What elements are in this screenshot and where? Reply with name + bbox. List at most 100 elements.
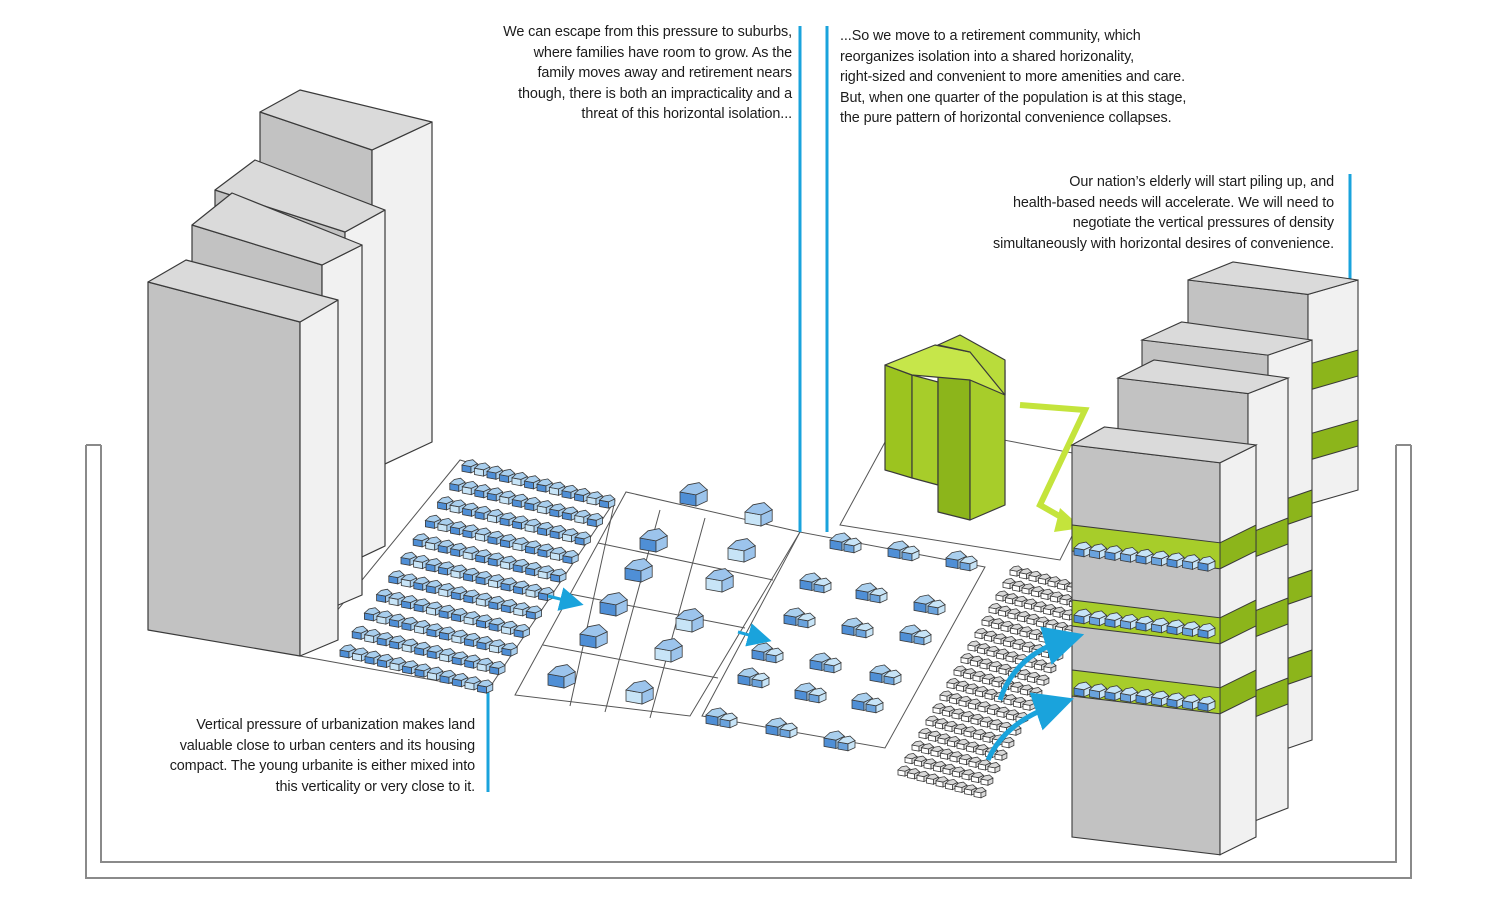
grey-house	[913, 755, 928, 767]
community-unit	[751, 672, 770, 689]
community-unit	[865, 697, 884, 714]
caption-retirement-line: right-sized and convenient to more ameni…	[840, 69, 1185, 85]
row-house	[375, 588, 393, 604]
caption-retirement: ...So we move to a retirement community,…	[840, 26, 1230, 129]
row-house	[476, 657, 494, 673]
row-house	[464, 676, 482, 691]
row-house	[537, 543, 554, 558]
caption-retirement-line: ...So we move to a retirement community,…	[840, 28, 1141, 44]
row-house	[474, 505, 492, 521]
community-unit	[913, 629, 932, 646]
row-house	[511, 472, 529, 487]
caption-elderly-line: simultaneously with horizontal desires o…	[993, 235, 1334, 252]
suburban-house	[625, 680, 654, 705]
lift-arrow-upper	[997, 626, 1085, 701]
grey-house	[1059, 594, 1073, 606]
tower-unit	[1197, 623, 1216, 639]
tower-unit	[1166, 692, 1185, 709]
row-house	[426, 666, 444, 681]
row-house	[549, 568, 567, 583]
base-frame-inner	[86, 444, 1411, 863]
row-house	[524, 518, 542, 533]
row-house	[351, 625, 369, 641]
row-house	[412, 554, 430, 570]
grey-house	[996, 706, 1010, 718]
caption-elderly-line: negotiate the vertical pressures of dens…	[1072, 215, 1334, 231]
tower-unit	[1197, 556, 1216, 572]
grey-house	[987, 762, 1001, 774]
tower-unit	[1088, 543, 1108, 560]
compact-row-houses	[339, 459, 616, 694]
grey-house	[1002, 636, 1017, 648]
retirement-community-houses	[705, 532, 978, 752]
grey-house	[980, 774, 994, 786]
lift-arrow-lower	[985, 692, 1074, 762]
grey-house	[925, 715, 939, 727]
caption-urban: Vertical pressure of urbanization makes …	[140, 715, 475, 797]
caption-suburbs: We can escape from this pressure to subu…	[452, 22, 792, 125]
grey-house	[1005, 651, 1019, 663]
suburban-house	[579, 624, 608, 649]
grey-house	[994, 749, 1008, 761]
tower-unit	[1150, 690, 1170, 707]
row-house	[586, 512, 604, 528]
caption-elderly-line: health-based needs will accelerate. We w…	[1012, 194, 1334, 211]
tower-unit	[1073, 541, 1092, 558]
community-unit	[837, 735, 856, 752]
row-house	[536, 500, 554, 515]
caption-retirement-line: the pure pattern of horizontal convenien…	[840, 110, 1172, 126]
grey-house	[981, 673, 996, 685]
community-unit	[855, 622, 874, 639]
grey-house	[973, 787, 987, 799]
grey-house	[991, 676, 1005, 688]
community-unit	[901, 545, 920, 562]
row-house	[562, 549, 579, 565]
row-house	[388, 591, 406, 607]
retirement-block	[884, 334, 1006, 521]
community-unit	[797, 612, 816, 629]
row-house	[463, 611, 481, 626]
community-unit	[883, 669, 902, 686]
tower-unit	[1166, 619, 1185, 636]
grey-house	[963, 726, 977, 738]
row-house	[376, 632, 394, 647]
row-house	[426, 644, 444, 660]
suburban-house	[639, 528, 668, 553]
tower-unit	[1119, 614, 1139, 630]
grey-house	[1019, 684, 1034, 696]
suburban-house	[727, 538, 756, 563]
community-unit	[719, 712, 738, 729]
row-house	[376, 610, 393, 625]
suburban-house	[675, 608, 704, 633]
row-house	[500, 599, 518, 614]
tower-front	[147, 259, 339, 657]
caption-elderly: Our nation’s elderly will start piling u…	[940, 172, 1334, 254]
row-house	[437, 561, 455, 576]
hybrid-tower-front	[1070, 426, 1258, 856]
row-house	[488, 660, 506, 676]
suburban-house	[654, 638, 683, 663]
row-house	[476, 679, 494, 694]
grey-house	[935, 776, 949, 788]
row-house	[486, 487, 504, 502]
caption-urban-line: compact. The young urbanite is either mi…	[169, 758, 475, 774]
row-house	[425, 558, 443, 573]
community-plate	[701, 531, 986, 749]
caption-suburbs-line: where families have room to grow. As the	[533, 44, 792, 61]
grey-house	[1036, 674, 1050, 686]
community-unit	[823, 657, 842, 674]
row-house	[400, 551, 418, 567]
row-house	[439, 669, 457, 685]
community-unit	[927, 599, 946, 616]
grey-house	[972, 728, 987, 741]
arrow-suburb-to-community	[737, 623, 772, 647]
row-house	[425, 601, 443, 616]
row-house	[451, 651, 469, 666]
row-house	[400, 595, 418, 610]
urban-towers	[147, 89, 433, 657]
grey-house	[972, 670, 986, 683]
row-house	[488, 617, 506, 632]
row-house	[499, 555, 517, 570]
tower-unit	[1197, 696, 1216, 712]
